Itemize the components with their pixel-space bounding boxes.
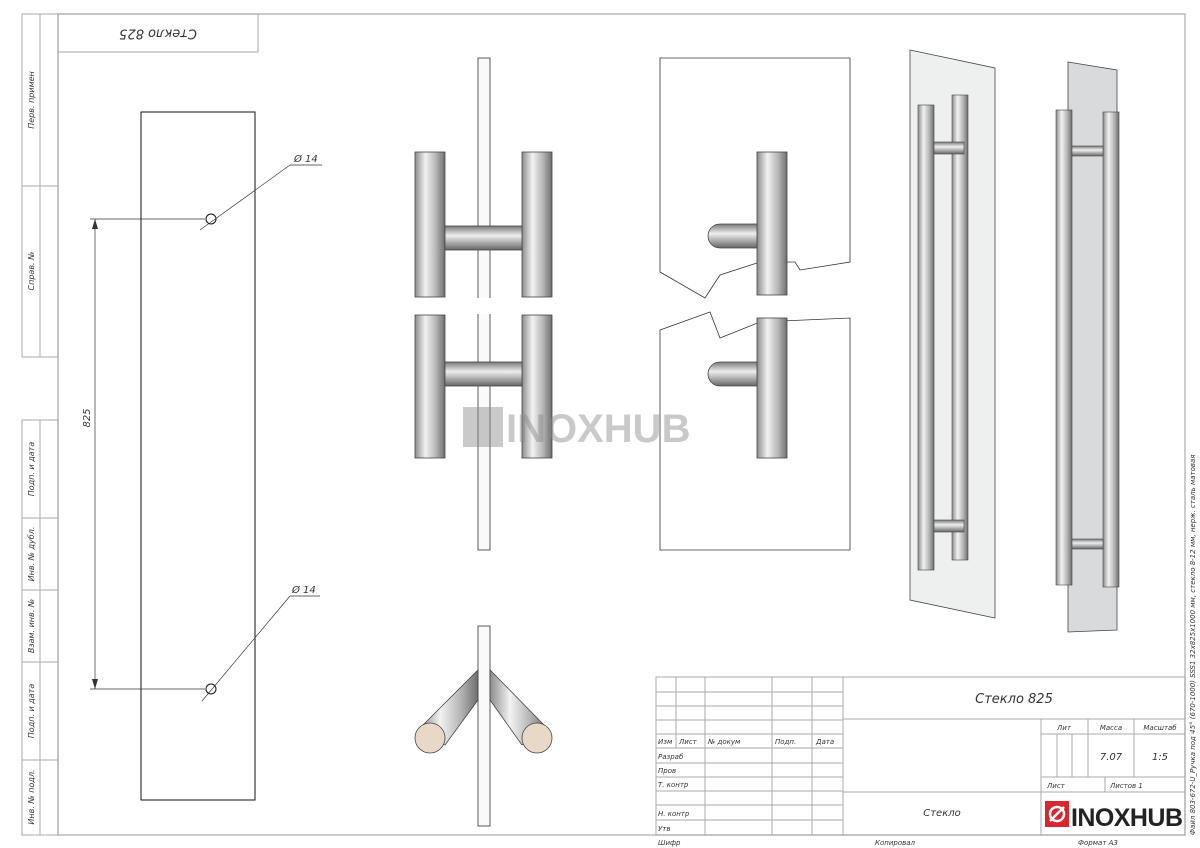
format-label: Формат А3: [1078, 839, 1118, 847]
scale-label: Масштаб: [1143, 724, 1177, 732]
side-label: Инв. № дубл.: [27, 527, 36, 582]
side-label: Взам. инв. №: [27, 599, 36, 653]
hole-bottom: [205, 683, 217, 695]
top-label-box: [57, 13, 259, 53]
dimension-hole-top: Ø 14: [293, 153, 318, 165]
lit-label: Лит: [1056, 724, 1072, 732]
sheets-label: Листов 1: [1109, 782, 1143, 790]
role-razrab: Разраб: [658, 753, 684, 761]
side-label: Подп. и дата: [27, 684, 36, 739]
handle-top-view: [414, 625, 553, 827]
mass-value: 7.07: [1100, 752, 1123, 763]
handle-section-view: [659, 57, 851, 551]
material: Стекло: [923, 808, 961, 819]
title-block: Стекло 825 Изм Лист № докум Подп. Дата Р…: [655, 676, 1186, 847]
scale-value: 1:5: [1152, 752, 1168, 763]
cipher-label: Шифр: [658, 839, 681, 847]
logo-text: INOXHUB: [1071, 804, 1183, 832]
header-doc: № докум: [707, 738, 741, 746]
handle-3d-view-front: [909, 49, 996, 619]
header-izm: Изм: [658, 738, 673, 746]
file-note: Файл 803-672-U_Ручка под 45° (670-1000) …: [1189, 454, 1197, 835]
inoxhub-logo: INOXHUB: [1045, 801, 1183, 832]
handle-side-view: [400, 57, 570, 551]
hole-top: [205, 213, 217, 225]
side-label: Справ. №: [27, 252, 36, 291]
header-list: Лист: [678, 738, 698, 746]
sheet-label: Лист: [1046, 782, 1066, 790]
top-label: Стекло 825: [119, 26, 197, 41]
handle-3d-view-back: [1055, 61, 1120, 633]
role-nkontr: Н. контр: [658, 810, 690, 818]
side-label: Подп. и дата: [27, 442, 36, 497]
role-tkontr: Т. контр: [658, 781, 689, 789]
header-data: Дата: [815, 738, 834, 746]
side-label: Перв. примен: [27, 71, 36, 129]
role-utv: Утв: [658, 825, 670, 833]
glass-front-view: 825 Ø 14 Ø 14: [82, 111, 322, 801]
watermark: INOXHUB: [463, 407, 690, 451]
header-podp: Подп.: [775, 738, 796, 746]
role-prov: Пров: [658, 767, 676, 775]
copied-label: Копировал: [875, 839, 916, 847]
side-label: Инв. № подл.: [27, 769, 36, 824]
side-strip: Перв. примен Справ. № Подп. и дата Инв. …: [21, 13, 59, 836]
mass-label: Масса: [1100, 724, 1122, 732]
dimension-hole-bottom: Ø 14: [291, 584, 316, 596]
dimension-length: 825: [82, 408, 93, 427]
watermark-text: INOXHUB: [506, 407, 690, 451]
title: Стекло 825: [975, 692, 1053, 707]
